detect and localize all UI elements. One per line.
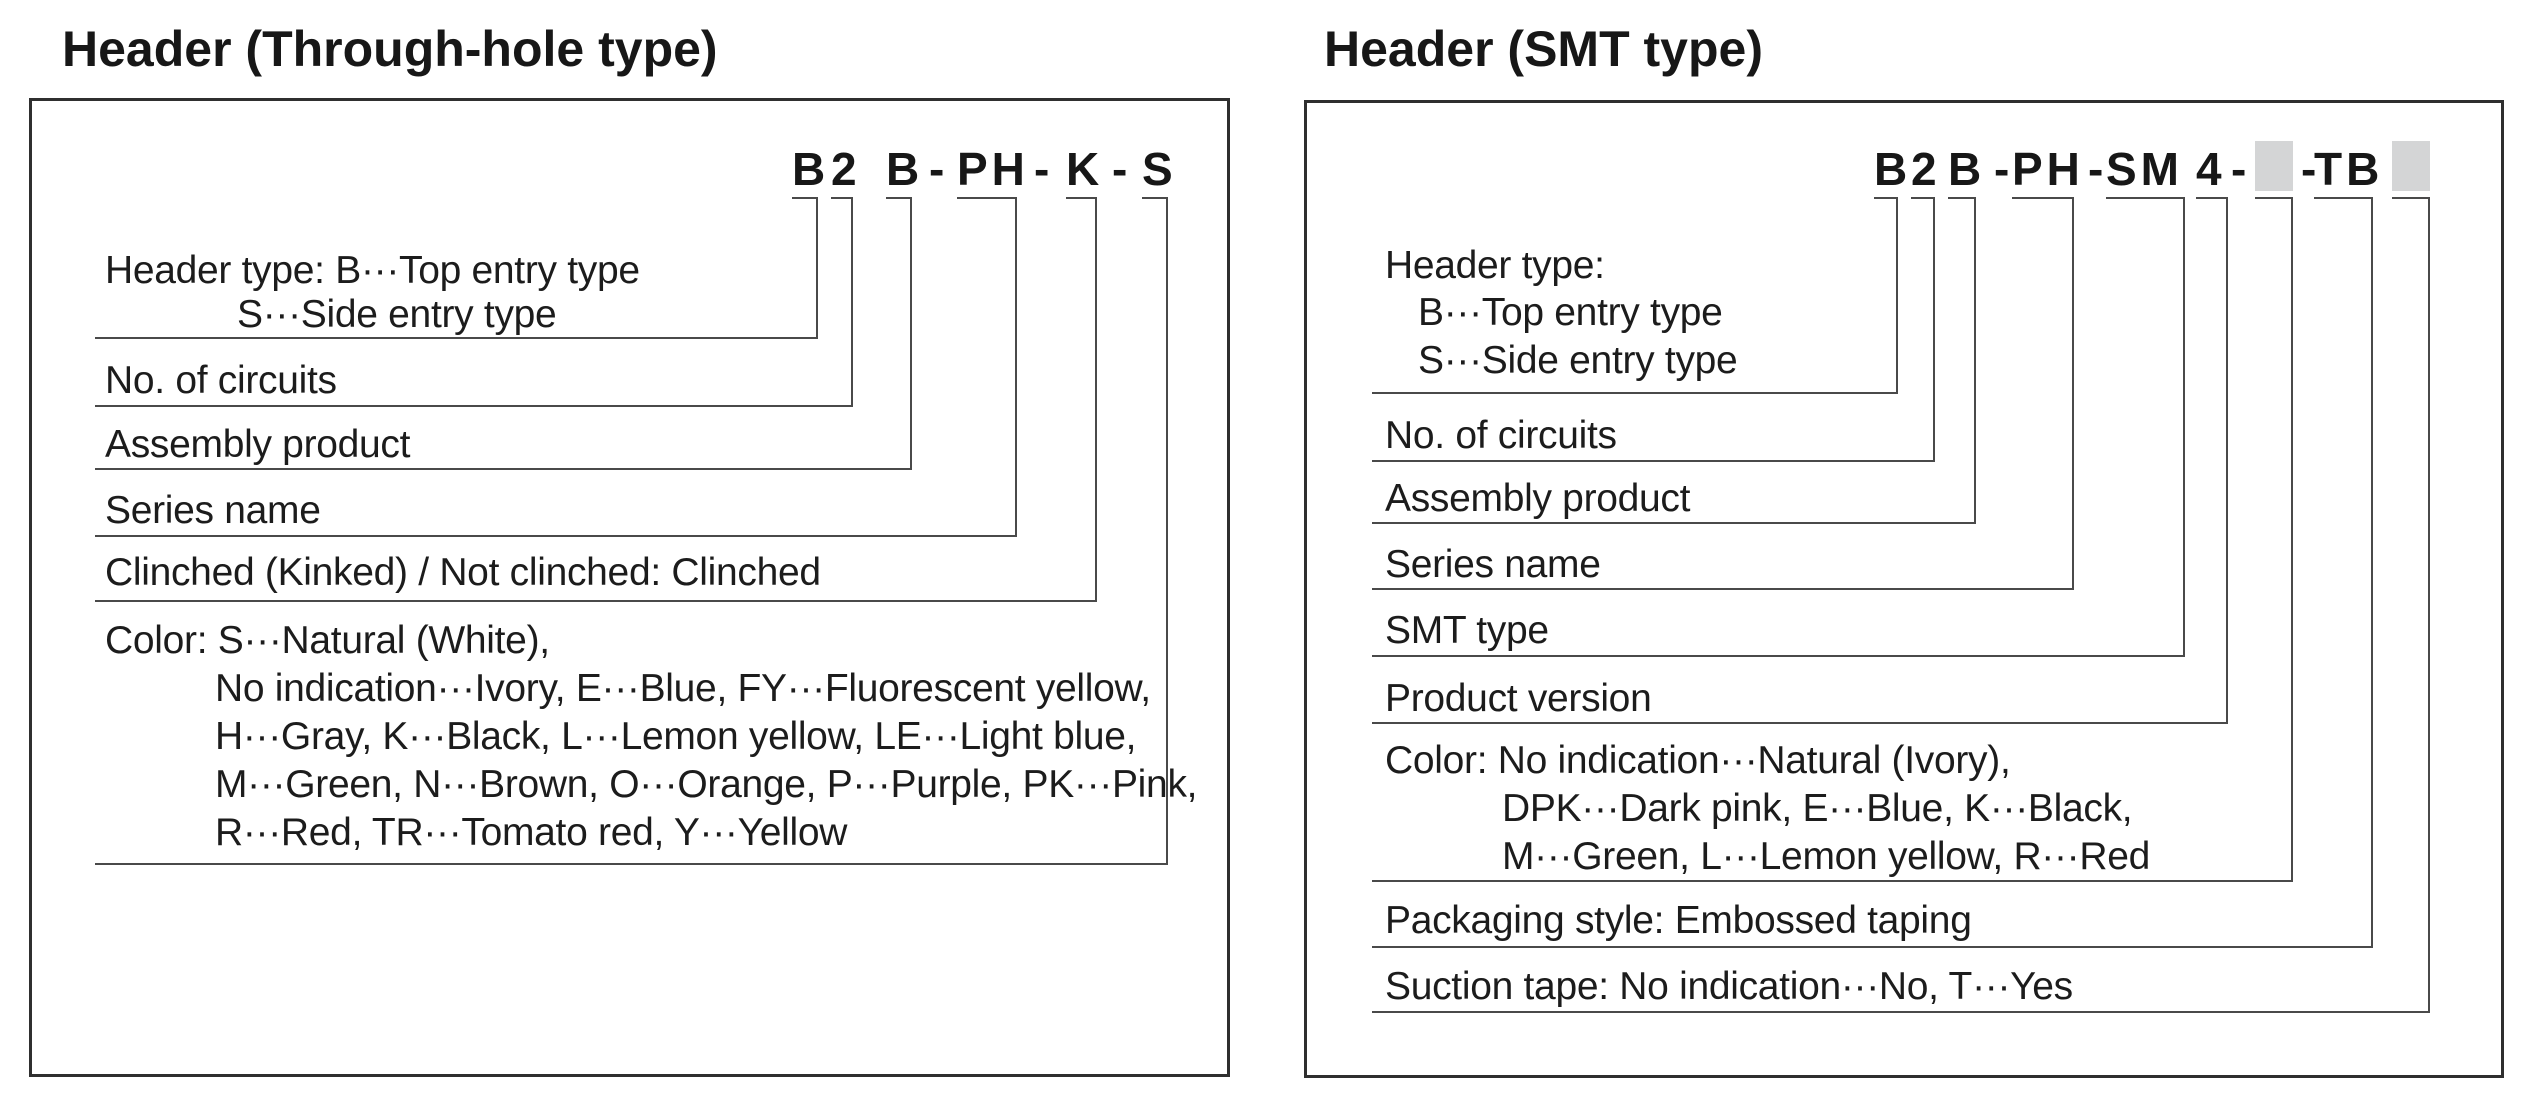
label-underline — [95, 600, 1097, 602]
callout-vertical-line — [851, 197, 853, 407]
part-number-segment: - — [1112, 143, 1128, 195]
part-number-segment: B — [1948, 143, 1982, 195]
label-underline — [1372, 392, 1898, 394]
callout-vertical-line — [1166, 197, 1168, 865]
callout-elbow-horizontal — [2314, 197, 2373, 199]
label-header-type: Header type: — [1385, 244, 1605, 287]
part-number-segment: K — [1066, 143, 1100, 195]
label-assembly-product: Assembly product — [1385, 477, 1691, 520]
part-number-placeholder-box — [2255, 141, 2293, 191]
part-number-segment: - — [1034, 143, 1050, 195]
part-number-segment: PH — [957, 143, 1029, 195]
label-color-cont: H···Gray, K···Black, L···Lemon yellow, L… — [215, 715, 1137, 758]
label-header-type-cont: B···Top entry type — [1418, 291, 1723, 334]
label-color-cont: M···Green, L···Lemon yellow, R···Red — [1502, 835, 2151, 878]
part-number-segment: TB — [2314, 143, 2384, 195]
callout-vertical-line — [1896, 197, 1898, 394]
part-number-segment: - — [1994, 143, 2010, 195]
label-underline — [95, 337, 818, 339]
part-number-segment: S — [1142, 143, 1173, 195]
callout-elbow-horizontal — [2012, 197, 2074, 199]
part-number-segment: SM — [2106, 143, 2183, 195]
label-color: Color: S···Natural (White), — [105, 619, 550, 662]
part-number-placeholder-box — [2392, 141, 2430, 191]
label-no-of-circuits: No. of circuits — [1385, 414, 1617, 457]
label-underline — [95, 468, 912, 470]
label-smt-type: SMT type — [1385, 609, 1549, 652]
part-number-segment: - — [929, 143, 945, 195]
label-header-type-cont: S···Side entry type — [237, 293, 557, 336]
callout-vertical-line — [910, 197, 912, 470]
callout-elbow-horizontal — [1874, 197, 1898, 199]
callout-elbow-horizontal — [2196, 197, 2228, 199]
label-color-cont: No indication···Ivory, E···Blue, FY···Fl… — [215, 667, 1151, 710]
part-number-segment: PH — [2012, 143, 2084, 195]
label-underline — [1372, 522, 1976, 524]
label-header-type-cont: S···Side entry type — [1418, 339, 1738, 382]
part-number-segment: - — [2231, 143, 2247, 195]
label-underline — [95, 535, 1017, 537]
label-assembly-product: Assembly product — [105, 423, 411, 466]
through-hole-panel-box — [29, 98, 1230, 1077]
part-number-segment: 2 — [831, 143, 857, 195]
label-underline — [1372, 460, 1935, 462]
callout-elbow-horizontal — [831, 197, 853, 199]
part-number-segment: B — [792, 143, 826, 195]
label-underline — [95, 405, 853, 407]
callout-vertical-line — [1933, 197, 1935, 462]
callout-elbow-horizontal — [2392, 197, 2430, 199]
part-number-segment: - — [2088, 143, 2104, 195]
label-color-cont: M···Green, N···Brown, O···Orange, P···Pu… — [215, 763, 1198, 806]
label-underline — [1372, 722, 2228, 724]
callout-elbow-horizontal — [1066, 197, 1097, 199]
label-underline — [1372, 655, 2185, 657]
label-underline — [1372, 1011, 2430, 1013]
callout-elbow-horizontal — [2255, 197, 2293, 199]
callout-vertical-line — [1974, 197, 1976, 524]
label-series-name: Series name — [1385, 543, 1601, 586]
label-header-type: Header type: B···Top entry type — [105, 249, 640, 292]
through-hole-panel-title: Header (Through-hole type) — [62, 21, 718, 77]
callout-vertical-line — [1015, 197, 1017, 537]
label-series-name: Series name — [105, 489, 321, 532]
callout-vertical-line — [2428, 197, 2430, 1013]
label-color: Color: No indication···Natural (Ivory), — [1385, 739, 2011, 782]
label-packaging-style: Packaging style: Embossed taping — [1385, 899, 1972, 942]
smt-panel-title: Header (SMT type) — [1324, 21, 1763, 77]
callout-vertical-line — [816, 197, 818, 339]
callout-elbow-horizontal — [1911, 197, 1935, 199]
label-color-cont: R···Red, TR···Tomato red, Y···Yellow — [215, 811, 848, 854]
callout-elbow-horizontal — [1948, 197, 1976, 199]
callout-elbow-horizontal — [1142, 197, 1168, 199]
callout-elbow-horizontal — [886, 197, 912, 199]
label-underline — [95, 863, 1168, 865]
label-underline — [1372, 588, 2074, 590]
callout-elbow-horizontal — [792, 197, 818, 199]
part-number-segment: 4 — [2196, 143, 2222, 195]
label-underline — [1372, 880, 2293, 882]
callout-vertical-line — [2291, 197, 2293, 882]
label-color-cont: DPK···Dark pink, E···Blue, K···Black, — [1502, 787, 2133, 830]
part-number-segment: - — [2301, 143, 2317, 195]
label-no-of-circuits: No. of circuits — [105, 359, 337, 402]
callout-vertical-line — [2072, 197, 2074, 590]
callout-elbow-horizontal — [957, 197, 1017, 199]
label-product-version: Product version — [1385, 677, 1652, 720]
label-underline — [1372, 946, 2373, 948]
callout-vertical-line — [2226, 197, 2228, 724]
part-number-segment: 2 — [1911, 143, 1937, 195]
callout-vertical-line — [2183, 197, 2185, 657]
label-suction-tape: Suction tape: No indication···No, T···Ye… — [1385, 965, 2073, 1008]
callout-elbow-horizontal — [2106, 197, 2185, 199]
callout-vertical-line — [1095, 197, 1097, 602]
part-number-segment: B — [1874, 143, 1908, 195]
label-clinched: Clinched (Kinked) / Not clinched: Clinch… — [105, 551, 821, 594]
callout-vertical-line — [2371, 197, 2373, 948]
part-number-segment: B — [886, 143, 920, 195]
